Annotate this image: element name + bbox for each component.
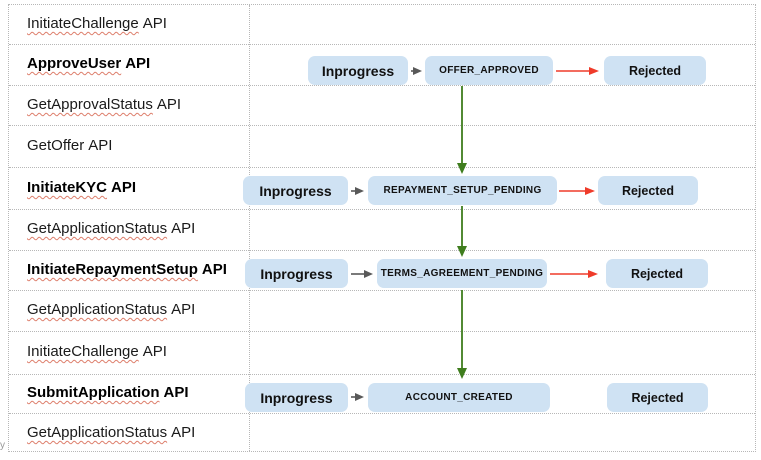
stray-text: y <box>0 440 5 451</box>
rejected-box-3[interactable]: Rejected <box>606 259 708 288</box>
row-divider <box>9 209 755 210</box>
row-divider <box>9 167 755 168</box>
inprogress-box-2[interactable]: Inprogress <box>243 176 348 205</box>
row-divider <box>9 250 755 251</box>
rejected-box-2[interactable]: Rejected <box>598 176 698 205</box>
rejected-box-4[interactable]: Rejected <box>607 383 708 412</box>
row-divider <box>9 374 755 375</box>
state-box-offer-approved[interactable]: OFFER_APPROVED <box>425 56 553 85</box>
row-divider <box>9 44 755 45</box>
inprogress-box-4[interactable]: Inprogress <box>245 383 348 412</box>
state-box-terms-agreement-pending[interactable]: TERMS_AGREEMENT_PENDING <box>377 259 547 288</box>
column-divider <box>249 5 250 451</box>
row-divider <box>9 331 755 332</box>
state-box-account-created[interactable]: ACCOUNT_CREATED <box>368 383 550 412</box>
row-divider <box>9 85 755 86</box>
rejected-box-1[interactable]: Rejected <box>604 56 706 85</box>
inprogress-box-3[interactable]: Inprogress <box>245 259 348 288</box>
state-box-repayment-setup-pending[interactable]: REPAYMENT_SETUP_PENDING <box>368 176 557 205</box>
row-divider <box>9 290 755 291</box>
row-divider <box>9 413 755 414</box>
row-divider <box>9 125 755 126</box>
inprogress-box-1[interactable]: Inprogress <box>308 56 408 85</box>
